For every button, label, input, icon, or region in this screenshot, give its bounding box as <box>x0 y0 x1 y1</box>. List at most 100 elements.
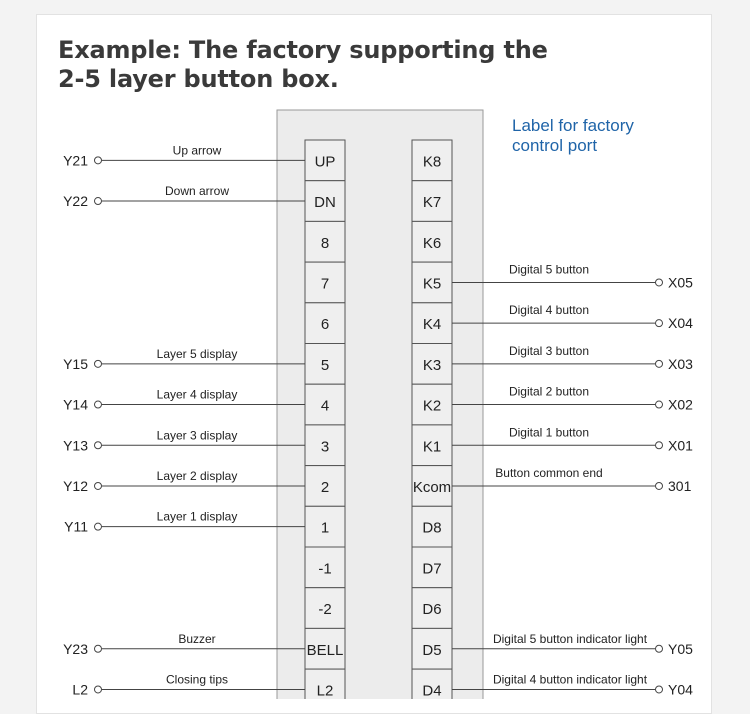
left-terminal-cell <box>304 302 346 344</box>
right-terminal-cell-label: K6 <box>423 235 441 252</box>
right-terminal-cell <box>411 587 453 629</box>
right-port-name: X01 <box>668 437 693 453</box>
right-terminal-cell-label: K2 <box>423 398 441 415</box>
title-line-2: 2-5 layer button box. <box>58 65 339 93</box>
left-wire-label: Layer 1 display <box>157 510 238 524</box>
left-port-name: Y12 <box>63 478 88 494</box>
right-terminal-cell-label: K3 <box>423 357 441 374</box>
left-wire-label: Layer 5 display <box>157 347 238 361</box>
left-wire-label: Closing tips <box>166 672 228 686</box>
left-terminal-cell-label: -1 <box>318 560 331 577</box>
right-wire-label: Digital 4 button <box>509 303 589 317</box>
left-terminal-circle <box>94 197 102 206</box>
right-terminal-circle <box>655 400 663 409</box>
right-port-name: X03 <box>668 356 693 372</box>
right-port-name: X04 <box>668 315 693 331</box>
diagram-title: Example: The factory supporting the 2-5 … <box>58 36 548 94</box>
left-terminal-circle <box>94 400 102 409</box>
right-terminal-circle <box>655 278 663 287</box>
left-terminal-cell-label: 1 <box>321 520 329 537</box>
left-terminal-cell-label: BELL <box>307 642 344 659</box>
left-wire-label: Layer 3 display <box>157 428 238 442</box>
left-wire-label: Up arrow <box>173 143 222 157</box>
left-terminal-cell <box>304 627 346 670</box>
left-terminal-cell-label: 3 <box>321 438 329 455</box>
left-terminal-cell <box>304 220 346 263</box>
right-port-name: X05 <box>668 274 693 290</box>
right-terminal-cell-label: K4 <box>423 316 441 333</box>
right-terminal-cell-label: K7 <box>423 194 441 211</box>
right-terminal-cell <box>411 139 453 182</box>
left-terminal-cell-label: DN <box>314 194 336 211</box>
right-terminal-cell <box>411 546 453 589</box>
note-line-1: Label for factory <box>512 116 634 135</box>
left-port-name: Y22 <box>63 193 88 209</box>
right-terminal-cell-label: K5 <box>423 275 441 292</box>
left-terminal-circle <box>94 685 102 694</box>
right-wire-label: Digital 5 button <box>509 262 589 276</box>
left-terminal-cell-label: 4 <box>321 398 329 415</box>
right-terminal-circle <box>655 481 663 490</box>
right-terminal-circle <box>655 359 663 368</box>
left-wire-label: Layer 4 display <box>157 388 238 402</box>
left-terminal-cell-label: L2 <box>317 682 334 699</box>
left-terminal-cell <box>304 587 346 629</box>
left-terminal-cell-label: 6 <box>321 316 329 333</box>
left-port-name: Y13 <box>63 437 88 453</box>
right-terminal-cell <box>411 627 453 670</box>
wiring-diagram: Label for factory control port UP DN 8 7 6 5 4… <box>63 109 693 699</box>
right-terminal-cell-label: D8 <box>422 520 441 537</box>
right-wire-label: Digital 5 button indicator light <box>493 632 648 646</box>
right-wire-label: Digital 3 button <box>509 344 589 358</box>
left-terminal-cell <box>304 668 346 699</box>
right-terminal-cell-label: D7 <box>422 560 441 577</box>
left-terminal-circle <box>94 156 102 165</box>
left-terminal-circle <box>94 522 102 531</box>
right-terminal-circle <box>655 644 663 653</box>
left-terminal-cell-label: 5 <box>321 357 329 374</box>
right-terminal-cell-label: D5 <box>422 642 441 659</box>
left-port-name: Y14 <box>63 397 88 413</box>
left-wire-label: Down arrow <box>165 184 229 198</box>
right-terminal-circle <box>655 685 663 694</box>
title-line-1: Example: The factory supporting the <box>58 36 548 64</box>
right-wire-label: Digital 2 button <box>509 385 589 399</box>
right-terminal-cell-label: K8 <box>423 153 441 170</box>
left-terminal-cell-label: 8 <box>321 235 329 252</box>
left-wire-label: Layer 2 display <box>157 469 238 483</box>
right-port-name: X02 <box>668 397 693 413</box>
left-terminal-cell-label: 7 <box>321 275 329 292</box>
left-terminal-cell <box>304 546 346 589</box>
right-terminal-cell <box>411 383 453 426</box>
right-terminal-cell-label: Kcom <box>413 479 451 496</box>
right-terminal-circle <box>655 319 663 328</box>
right-port-name: Y05 <box>668 641 693 657</box>
left-terminal-circle <box>94 359 102 368</box>
left-terminal-cell-label: UP <box>315 153 336 170</box>
right-terminal-cell <box>411 180 453 222</box>
right-wire-label: Digital 1 button <box>509 425 589 439</box>
right-terminal-cell <box>411 465 453 507</box>
note-line-2: control port <box>512 136 597 155</box>
right-port-name: Y04 <box>668 681 693 697</box>
left-terminal-cell <box>304 343 346 385</box>
right-terminal-cell <box>411 505 453 548</box>
right-port-name: 301 <box>668 478 692 494</box>
right-terminal-cell-label: D4 <box>422 682 441 699</box>
left-port-name: L2 <box>72 681 88 697</box>
left-wire-label: Buzzer <box>178 632 215 646</box>
left-terminal-cell <box>304 261 346 304</box>
right-wire-label: Digital 4 button indicator light <box>493 672 648 686</box>
left-terminal-cell-label: 2 <box>321 479 329 496</box>
left-terminal-cell-label: -2 <box>318 601 331 618</box>
right-terminal-circle <box>655 441 663 450</box>
left-port-name: Y23 <box>63 641 88 657</box>
left-terminal-circle <box>94 481 102 490</box>
left-port-name: Y15 <box>63 356 88 372</box>
left-port-name: Y21 <box>63 152 88 168</box>
left-terminal-circle <box>94 441 102 450</box>
